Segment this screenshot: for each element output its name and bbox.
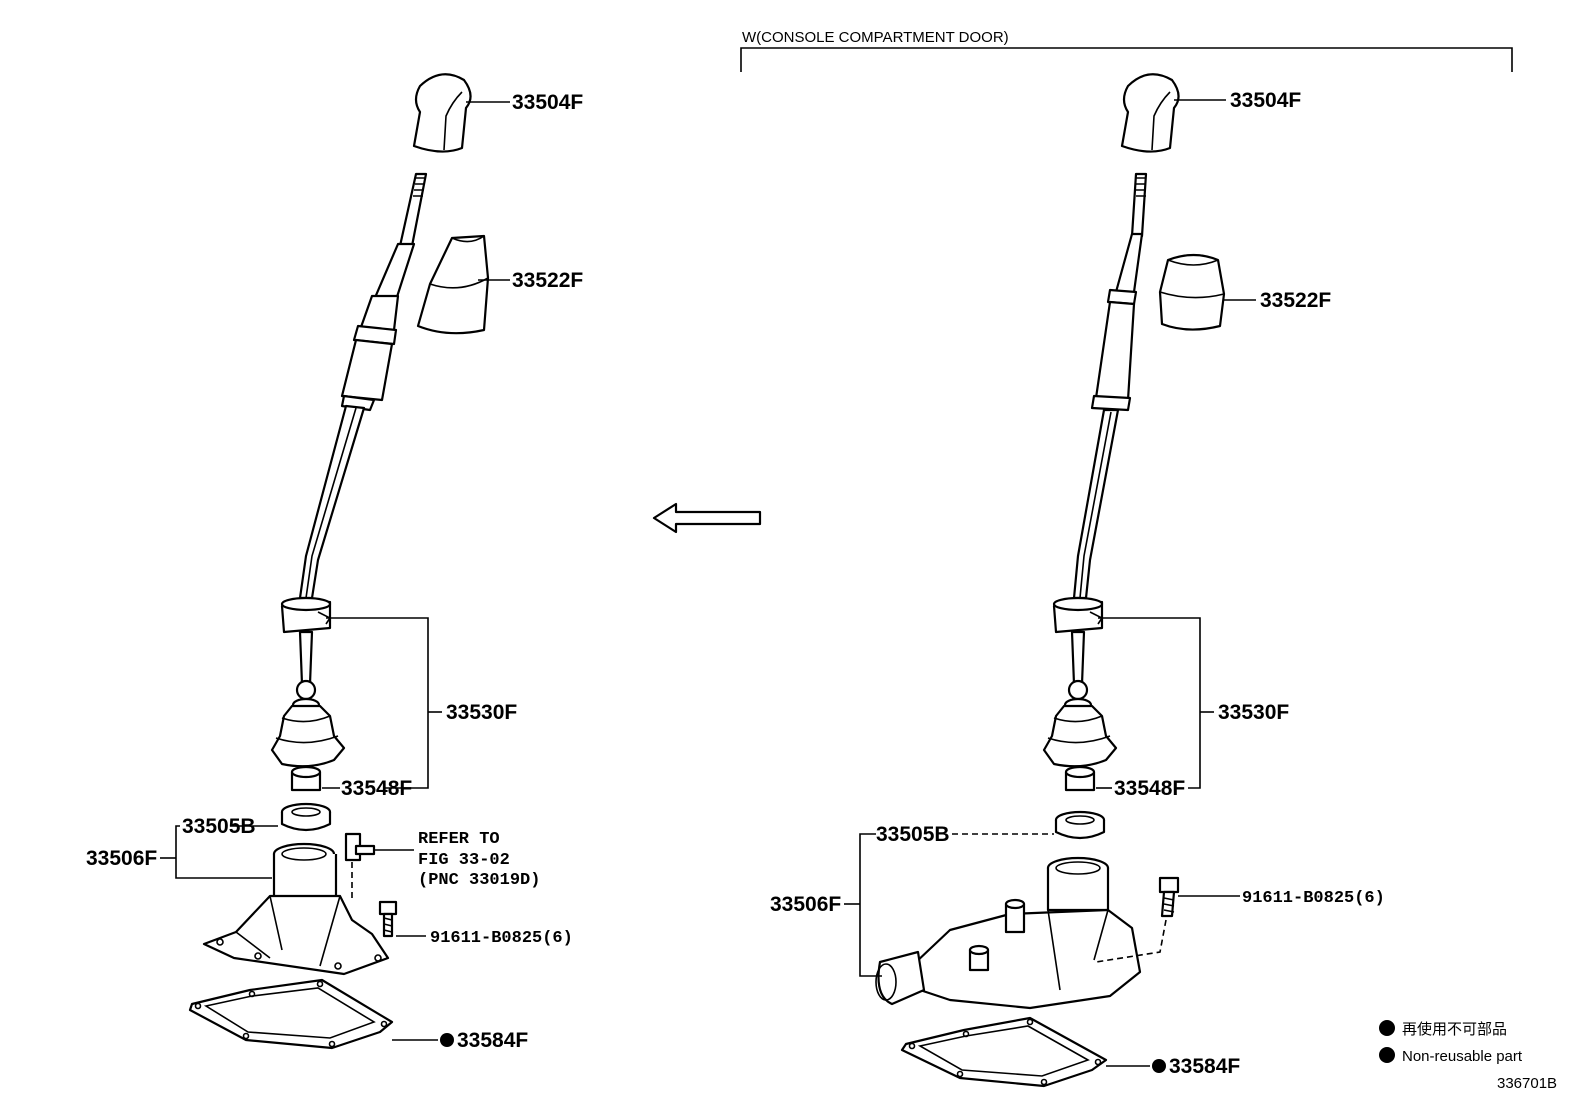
label-boot-left: 33522F (512, 269, 583, 292)
legend-japanese: 再使用不可部品 (1402, 1021, 1507, 1038)
reference-fitting-left (344, 832, 376, 900)
label-gasket-left: 33584F (457, 1029, 528, 1052)
reference-line3: (PNC 33019D) (418, 871, 540, 890)
bushing-right (1064, 765, 1096, 792)
label-bolt-right: 91611-B0825(6) (1242, 889, 1385, 908)
dust-cover-right (1042, 697, 1118, 768)
label-retainer-right: 33506F (770, 893, 841, 916)
label-seat-left: 33505B (182, 815, 256, 838)
lever-retainer-left (202, 842, 390, 976)
label-gasket-right: 33584F (1169, 1055, 1240, 1078)
legend-marker-icon (1379, 1047, 1395, 1063)
label-knob-right: 33504F (1230, 89, 1301, 112)
shift-boot-right (1158, 253, 1226, 331)
label-boot-right: 33522F (1260, 289, 1331, 312)
label-lever-sub-assy-right: 33530F (1218, 701, 1289, 724)
shift-lever-seat-left (280, 802, 332, 832)
label-bushing-right: 33548F (1114, 777, 1185, 800)
shift-lever-seat-right (1054, 810, 1106, 840)
label-knob-left: 33504F (512, 91, 583, 114)
dust-cover-left (270, 697, 346, 768)
right-assembly: 33504F 33522F 33530F 33548F 33505B 33506… (770, 73, 1385, 1088)
variant-bracket: W(CONSOLE COMPARTMENT DOOR) (740, 29, 1513, 72)
figure-id: 336701B (1497, 1075, 1557, 1092)
shift-knob-left (412, 73, 472, 153)
shift-boot-left (416, 234, 490, 335)
lever-seat-left (280, 596, 332, 701)
shift-lever-right (1072, 172, 1148, 600)
label-lever-sub-assy-left: 33530F (446, 701, 517, 724)
label-seat-right: 33505B (876, 823, 950, 846)
lever-seat-right (1052, 596, 1104, 701)
reference-line2: FIG 33-02 (418, 851, 510, 870)
lever-retainer-right (875, 856, 1142, 1010)
label-bushing-left: 33548F (341, 777, 412, 800)
direction-arrow-icon (652, 502, 762, 534)
reference-line1: REFER TO (418, 830, 500, 849)
legend-marker-icon (1379, 1020, 1395, 1036)
label-bolt-left: 91611-B0825(6) (430, 929, 573, 948)
bolt-right (1095, 876, 1180, 963)
bushing-left (290, 765, 322, 792)
gasket-right (900, 1016, 1108, 1088)
label-retainer-left: 33506F (86, 847, 157, 870)
non-reusable-marker-left (440, 1033, 454, 1047)
legend-english: Non-reusable part (1402, 1048, 1523, 1065)
gasket-left (188, 978, 394, 1050)
legend: 再使用不可部品 Non-reusable part (1379, 1020, 1523, 1065)
shift-knob-right (1120, 73, 1180, 153)
variant-label: W(CONSOLE COMPARTMENT DOOR) (742, 29, 1009, 46)
left-assembly: 33504F 33522F 33530F 33548F 33505B 33506… (86, 73, 583, 1052)
bolt-left (378, 900, 398, 938)
non-reusable-marker-right (1152, 1059, 1166, 1073)
shift-lever-left (298, 172, 428, 600)
